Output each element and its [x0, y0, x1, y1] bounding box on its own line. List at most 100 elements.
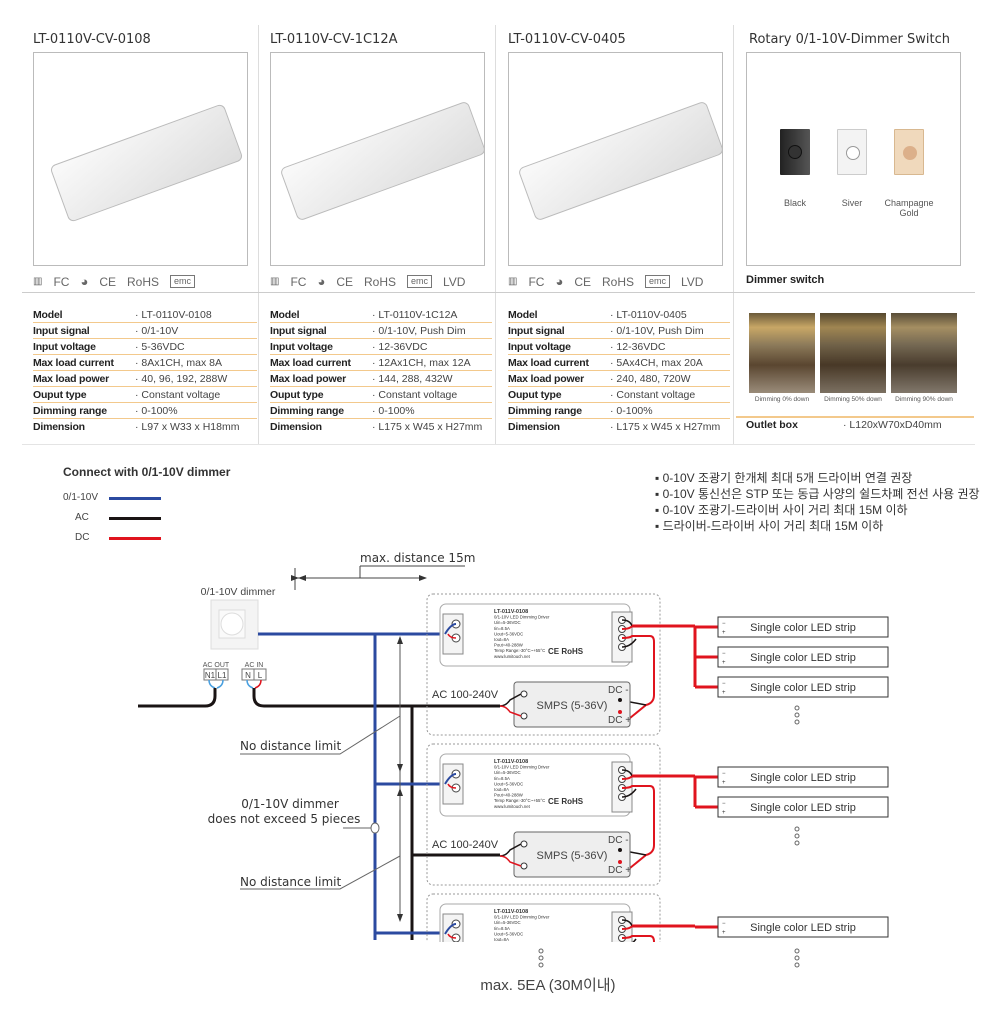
bullet-icon: ▪	[655, 471, 663, 485]
dc-plus-label: DC +	[608, 715, 631, 726]
svg-text:−: −	[722, 921, 726, 927]
spec-row: Max load power240, 480, 720W	[508, 371, 730, 387]
led-strip	[717, 676, 889, 698]
dc-minus-label: DC -	[608, 685, 629, 696]
max-distance-label: max. distance 15m	[360, 551, 475, 565]
legend-label: 0/1-10V	[63, 492, 99, 503]
driver-label-text: Uin=5-36VDC	[494, 620, 521, 625]
led-strip-label: Single color LED strip	[750, 682, 856, 694]
spec-value: 12Ax1CH, max 12A	[372, 357, 470, 369]
dimming-90-photo	[891, 313, 957, 393]
dimmer-silver-image	[837, 129, 867, 175]
driver-label-text: 0/1-10V LED Dimming Driver	[494, 915, 550, 920]
cert-lvd: LVD	[681, 274, 704, 289]
driver-label-text: Uout=5-36VDC	[494, 781, 523, 786]
ac-wire	[410, 706, 500, 940]
spec-value: 0-100%	[135, 405, 177, 417]
spec-value: 240, 480, 720W	[610, 373, 690, 385]
dimmer-title: Rotary 0/1-10V-Dimmer Switch	[749, 32, 951, 47]
ac-out-label: AC OUT	[203, 662, 230, 669]
spec-value: 12-36VDC	[372, 341, 427, 353]
product-title: LT-0110V-CV-1C12A	[270, 32, 398, 47]
continuation-dot	[538, 948, 544, 954]
spec-label: Model	[33, 308, 63, 321]
note-item: ▪ 0-10V 통신선은 STP 또는 동급 사양의 쉴드차폐 전선 사용 권장	[655, 486, 980, 502]
spec-value: 144, 288, 432W	[372, 373, 452, 385]
spec-label: Input signal	[270, 324, 327, 337]
cert-rohs: RoHS	[126, 274, 159, 289]
spec-label: Ouput type	[508, 388, 562, 401]
driver-label-text: LT-011V-0108	[494, 909, 528, 915]
note-item: ▪ 0-10V 조광기 한개체 최대 5개 드라이버 연결 권장	[655, 470, 980, 486]
rcm-icon: ◕	[80, 274, 89, 289]
photo-caption: Dimming 90% down	[895, 396, 953, 403]
continuation-dot	[794, 955, 800, 961]
legend-swatch	[109, 537, 161, 540]
svg-text:+: +	[722, 660, 726, 666]
smps-label: SMPS (5-36V)	[537, 700, 608, 712]
note-text: 0-10V 조광기-드라이버 사이 거리 최대 15M 이하	[662, 503, 908, 517]
driver-label-text: www.lumitouch.net	[494, 804, 531, 809]
driver-label-text: Iout=8A	[494, 787, 509, 792]
svg-text:+: +	[722, 930, 726, 936]
driver-label-text: Iin=8.5A	[494, 776, 510, 781]
outlet-box-dimension: L120xW70xD40mm	[849, 419, 942, 431]
spec-row: Ouput typeConstant voltage	[33, 387, 257, 403]
dimming-wire	[258, 632, 445, 940]
driver-label-text: Uout=5-36VDC	[494, 631, 523, 636]
smps-label: SMPS (5-36V)	[537, 850, 608, 862]
spec-value: Constant voltage	[135, 389, 220, 401]
spec-value: 0-100%	[610, 405, 652, 417]
product-title: LT-0110V-CV-0108	[33, 32, 151, 47]
photo-caption: Dimming 0% down	[754, 396, 810, 403]
color-label: Siver	[841, 198, 863, 208]
spec-row: Dimming range 0-100%	[508, 403, 730, 419]
spec-label: Dimming range	[270, 404, 344, 417]
product-image	[270, 52, 485, 266]
legend-label: DC	[75, 532, 90, 543]
legend-swatch	[109, 497, 161, 500]
continuation-dot	[794, 962, 800, 968]
dc-plus-label: DC +	[608, 865, 631, 876]
notes-list: ▪ 0-10V 조광기 한개체 최대 5개 드라이버 연결 권장▪ 0-10V …	[655, 470, 980, 534]
cert-fc: FC	[290, 274, 307, 289]
continuation-dot	[794, 840, 800, 846]
spec-row: Input voltage12-36VDC	[508, 339, 730, 355]
driver-label-text: www.lumitouch.net	[494, 954, 531, 959]
bullet-icon: ▪	[655, 487, 663, 501]
dimmer-black-image	[780, 129, 810, 175]
spec-row: Ouput typeConstant voltage	[508, 387, 730, 403]
note-text: 드라이버-드라이버 사이 거리 최대 15M 이하	[662, 519, 884, 533]
spec-row: Ouput typeConstant voltage	[270, 387, 492, 403]
driver-label-text: Iin=8.5A	[494, 926, 510, 931]
svg-text:+: +	[722, 780, 726, 786]
svg-text:−: −	[722, 801, 726, 807]
spec-row: DimensionL175 x W45 x H27mm	[508, 419, 730, 435]
divider	[736, 416, 974, 418]
spec-row: ModelLT-0110V-0108	[33, 307, 257, 323]
driver-label-text: Temp Range:-30°C~+55°C	[494, 798, 545, 803]
divider	[22, 444, 975, 445]
led-strip	[717, 616, 889, 638]
spec-label: Dimming range	[508, 404, 582, 417]
spec-label: Max load current	[508, 356, 589, 369]
spec-label: Dimming range	[33, 404, 107, 417]
cert-ce: CE	[574, 274, 591, 289]
svg-text:+: +	[722, 630, 726, 636]
spec-row: Max load power144, 288, 432W	[270, 371, 492, 387]
svg-text:−: −	[722, 621, 726, 627]
product-image	[508, 52, 723, 266]
weee-icon: ▥	[270, 276, 280, 287]
continuation-dot	[794, 712, 800, 718]
svg-text:+: +	[722, 810, 726, 816]
svg-text:+: +	[722, 690, 726, 696]
spec-label: Input signal	[33, 324, 90, 337]
rcm-icon: ◕	[317, 274, 326, 289]
led-strip	[717, 916, 889, 938]
spec-row: Max load current12Ax1CH, max 12A	[270, 355, 492, 371]
